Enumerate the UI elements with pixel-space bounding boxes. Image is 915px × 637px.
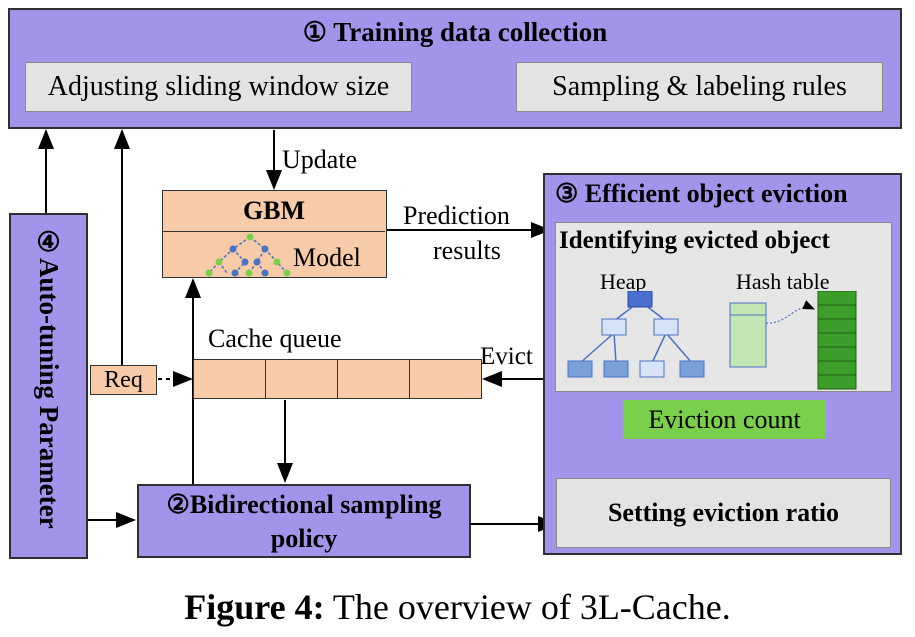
- gbm-box: GBM Model: [162, 190, 387, 278]
- tree-icon: [205, 233, 291, 277]
- caption-text: The overview of 3L-Cache.: [324, 587, 731, 627]
- sampling-rules-box: Sampling & labeling rules: [516, 62, 883, 112]
- gbm-divider: [163, 231, 385, 232]
- sampling-policy-box: ②Bidirectional sampling policy: [137, 484, 471, 558]
- req-box: Req: [90, 365, 157, 395]
- cache-slot: [266, 360, 338, 398]
- identify-title: Identifying evicted object: [559, 227, 830, 254]
- gbm-title: GBM: [242, 196, 306, 225]
- prediction-label: Prediction: [403, 201, 510, 230]
- cache-slot: [410, 360, 481, 398]
- cache-slot: [338, 360, 410, 398]
- hash-table-label: Hash table: [736, 269, 830, 294]
- evict-label: Evict: [480, 343, 533, 370]
- sampling-policy-line2: policy: [270, 524, 338, 553]
- gbm-model-label: Model: [293, 243, 361, 272]
- cache-slot: [194, 360, 266, 398]
- training-title: ① Training data collection: [302, 16, 608, 47]
- figure-caption: Figure 4: The overview of 3L-Cache.: [0, 584, 915, 630]
- auto-tuning-panel: ④Auto-tuning Parameter: [9, 213, 88, 559]
- cache-queue: [193, 359, 482, 399]
- cache-queue-label: Cache queue: [208, 324, 342, 353]
- eviction-ratio-box: Setting eviction ratio: [556, 478, 891, 548]
- update-label: Update: [282, 145, 358, 174]
- identify-evicted-box: Identifying evicted object Heap Hash tab…: [555, 222, 892, 392]
- sliding-window-box: Adjusting sliding window size: [25, 62, 412, 112]
- heap-label: Heap: [600, 269, 647, 294]
- auto-tuning-label: ④Auto-tuning Parameter: [34, 227, 64, 529]
- eviction-count-box: Eviction count: [623, 400, 826, 439]
- hash-table-diagram: [729, 291, 857, 390]
- eviction-title: ③ Efficient object eviction: [555, 179, 848, 208]
- sampling-policy-line1: ②Bidirectional sampling: [166, 490, 442, 519]
- heap-diagram: [567, 291, 705, 378]
- results-label: results: [433, 236, 501, 265]
- caption-label: Figure 4:: [184, 587, 325, 627]
